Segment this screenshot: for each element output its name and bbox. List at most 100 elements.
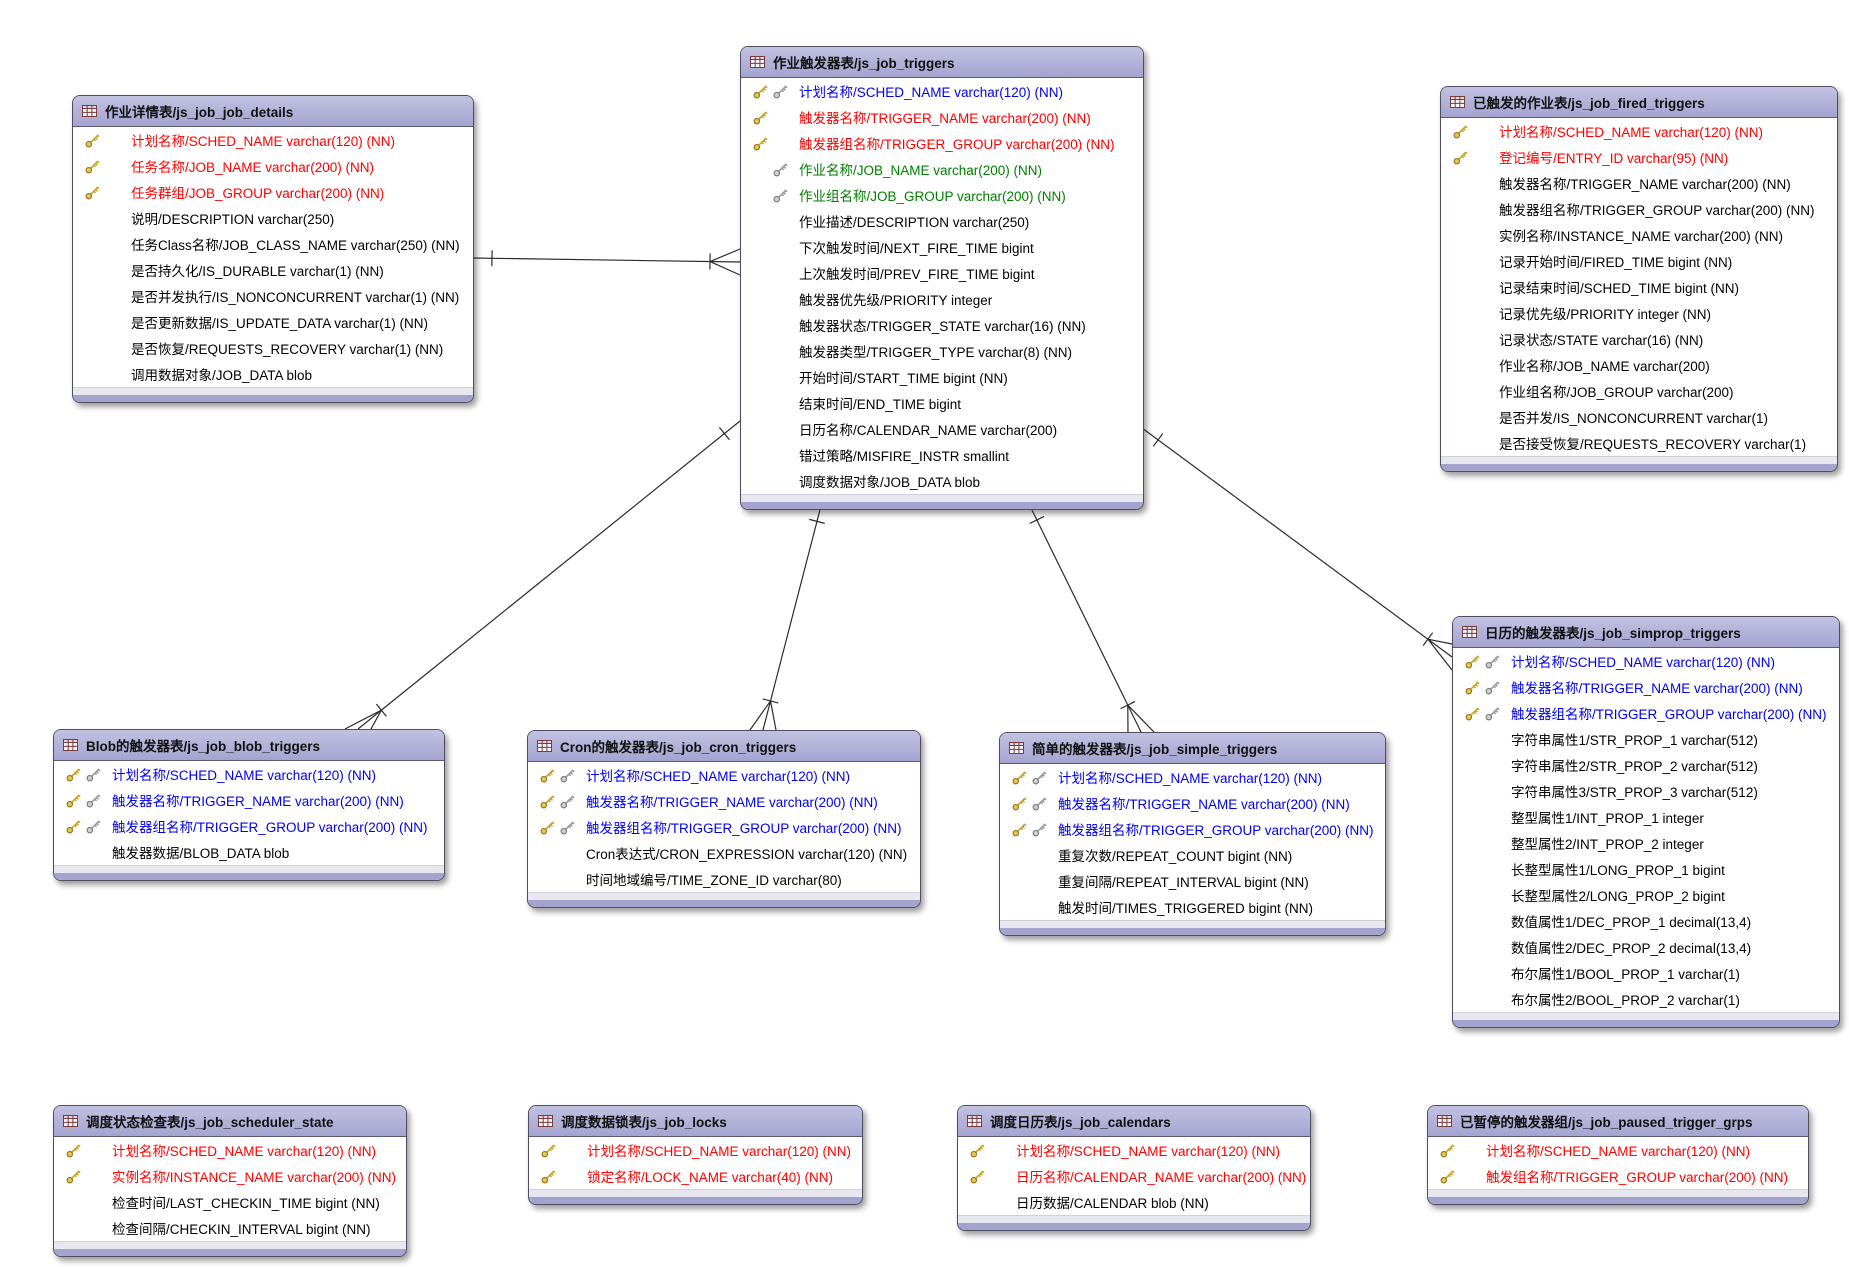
field-row[interactable]: 布尔属性1/BOOL_PROP_1 varchar(1): [1453, 960, 1839, 986]
field-row[interactable]: 触发器名称/TRIGGER_NAME varchar(200) (NN): [741, 104, 1143, 130]
field-row[interactable]: 开始时间/START_TIME bigint (NN): [741, 364, 1143, 390]
field-row[interactable]: 长整型属性1/LONG_PROP_1 bigint: [1453, 856, 1839, 882]
table-header[interactable]: 调度日历表/js_job_calendars: [958, 1106, 1310, 1137]
field-row[interactable]: 是否并发执行/IS_NONCONCURRENT varchar(1) (NN): [73, 283, 473, 309]
field-row[interactable]: 实例名称/INSTANCE_NAME varchar(200) (NN): [54, 1163, 406, 1189]
field-row[interactable]: 计划名称/SCHED_NAME varchar(120) (NN): [958, 1137, 1310, 1163]
field-row[interactable]: 触发器名称/TRIGGER_NAME varchar(200) (NN): [528, 788, 920, 814]
field-row[interactable]: 任务名称/JOB_NAME varchar(200) (NN): [73, 153, 473, 179]
field-row[interactable]: 触发器名称/TRIGGER_NAME varchar(200) (NN): [54, 787, 444, 813]
field-row[interactable]: 是否恢复/REQUESTS_RECOVERY varchar(1) (NN): [73, 335, 473, 361]
field-row[interactable]: 触发器组名称/TRIGGER_GROUP varchar(200) (NN): [741, 130, 1143, 156]
field-row[interactable]: 触发器优先级/PRIORITY integer: [741, 286, 1143, 312]
field-row[interactable]: 作业名称/JOB_NAME varchar(200) (NN): [741, 156, 1143, 182]
field-row[interactable]: 触发器名称/TRIGGER_NAME varchar(200) (NN): [1441, 170, 1837, 196]
field-row[interactable]: 记录开始时间/FIRED_TIME bigint (NN): [1441, 248, 1837, 274]
table-header[interactable]: Cron的触发器表/js_job_cron_triggers: [528, 731, 920, 762]
field-row[interactable]: 上次触发时间/PREV_FIRE_TIME bigint: [741, 260, 1143, 286]
table-header[interactable]: 作业触发器表/js_job_triggers: [741, 47, 1143, 78]
field-row[interactable]: 任务Class名称/JOB_CLASS_NAME varchar(250) (N…: [73, 231, 473, 257]
field-row[interactable]: 计划名称/SCHED_NAME varchar(120) (NN): [54, 1137, 406, 1163]
field-row[interactable]: 字符串属性1/STR_PROP_1 varchar(512): [1453, 726, 1839, 752]
table-header[interactable]: 调度数据锁表/js_job_locks: [529, 1106, 862, 1137]
field-row[interactable]: 作业组名称/JOB_GROUP varchar(200): [1441, 378, 1837, 404]
field-row[interactable]: 作业名称/JOB_NAME varchar(200): [1441, 352, 1837, 378]
table-header[interactable]: 日历的触发器表/js_job_simprop_triggers: [1453, 617, 1839, 648]
field-row[interactable]: 计划名称/SCHED_NAME varchar(120) (NN): [1428, 1137, 1808, 1163]
field-row[interactable]: 任务群组/JOB_GROUP varchar(200) (NN): [73, 179, 473, 205]
field-row[interactable]: 整型属性2/INT_PROP_2 integer: [1453, 830, 1839, 856]
field-row[interactable]: 触发时间/TIMES_TRIGGERED bigint (NN): [1000, 894, 1385, 920]
field-row[interactable]: 触发器名称/TRIGGER_NAME varchar(200) (NN): [1453, 674, 1839, 700]
field-row[interactable]: 日历数据/CALENDAR blob (NN): [958, 1189, 1310, 1215]
field-row[interactable]: 字符串属性2/STR_PROP_2 varchar(512): [1453, 752, 1839, 778]
field-row[interactable]: 调用数据对象/JOB_DATA blob: [73, 361, 473, 387]
field-row[interactable]: 重复间隔/REPEAT_INTERVAL bigint (NN): [1000, 868, 1385, 894]
field-row[interactable]: 记录状态/STATE varchar(16) (NN): [1441, 326, 1837, 352]
field-row[interactable]: 触发器状态/TRIGGER_STATE varchar(16) (NN): [741, 312, 1143, 338]
field-row[interactable]: 触发器名称/TRIGGER_NAME varchar(200) (NN): [1000, 790, 1385, 816]
field-row[interactable]: 触发组名称/TRIGGER_GROUP varchar(200) (NN): [1428, 1163, 1808, 1189]
field-row[interactable]: 计划名称/SCHED_NAME varchar(120) (NN): [741, 78, 1143, 104]
field-row[interactable]: 是否持久化/IS_DURABLE varchar(1) (NN): [73, 257, 473, 283]
field-row[interactable]: 布尔属性2/BOOL_PROP_2 varchar(1): [1453, 986, 1839, 1012]
field-row[interactable]: 触发器数据/BLOB_DATA blob: [54, 839, 444, 865]
table-header[interactable]: 调度状态检查表/js_job_scheduler_state: [54, 1106, 406, 1137]
field-row[interactable]: 计划名称/SCHED_NAME varchar(120) (NN): [1000, 764, 1385, 790]
field-row[interactable]: 说明/DESCRIPTION varchar(250): [73, 205, 473, 231]
field-row[interactable]: 时间地域编号/TIME_ZONE_ID varchar(80): [528, 866, 920, 892]
field-row[interactable]: 触发器组名称/TRIGGER_GROUP varchar(200) (NN): [1453, 700, 1839, 726]
field-row[interactable]: 日历名称/CALENDAR_NAME varchar(200): [741, 416, 1143, 442]
field-row[interactable]: Cron表达式/CRON_EXPRESSION varchar(120) (NN…: [528, 840, 920, 866]
field-row[interactable]: 记录优先级/PRIORITY integer (NN): [1441, 300, 1837, 326]
field-row[interactable]: 日历名称/CALENDAR_NAME varchar(200) (NN): [958, 1163, 1310, 1189]
field-row[interactable]: 是否更新数据/IS_UPDATE_DATA varchar(1) (NN): [73, 309, 473, 335]
table-header[interactable]: 已暂停的触发器组/js_job_paused_trigger_grps: [1428, 1106, 1808, 1137]
field-row[interactable]: 检查时间/LAST_CHECKIN_TIME bigint (NN): [54, 1189, 406, 1215]
field-row[interactable]: 实例名称/INSTANCE_NAME varchar(200) (NN): [1441, 222, 1837, 248]
field-row[interactable]: 触发器组名称/TRIGGER_GROUP varchar(200) (NN): [528, 814, 920, 840]
field-row[interactable]: 计划名称/SCHED_NAME varchar(120) (NN): [73, 127, 473, 153]
table-header[interactable]: 已触发的作业表/js_job_fired_triggers: [1441, 87, 1837, 118]
table-header[interactable]: 作业详情表/js_job_job_details: [73, 96, 473, 127]
field-row[interactable]: 检查间隔/CHECKIN_INTERVAL bigint (NN): [54, 1215, 406, 1241]
field-row[interactable]: 调度数据对象/JOB_DATA blob: [741, 468, 1143, 494]
field-row[interactable]: 触发器组名称/TRIGGER_GROUP varchar(200) (NN): [1441, 196, 1837, 222]
field-row[interactable]: 结束时间/END_TIME bigint: [741, 390, 1143, 416]
field-row[interactable]: 记录结束时间/SCHED_TIME bigint (NN): [1441, 274, 1837, 300]
field-row[interactable]: 错过策略/MISFIRE_INSTR smallint: [741, 442, 1143, 468]
table-header[interactable]: 简单的触发器表/js_job_simple_triggers: [1000, 733, 1385, 764]
field-row[interactable]: 长整型属性2/LONG_PROP_2 bigint: [1453, 882, 1839, 908]
table-header[interactable]: Blob的触发器表/js_job_blob_triggers: [54, 730, 444, 761]
field-row[interactable]: 是否接受恢复/REQUESTS_RECOVERY varchar(1): [1441, 430, 1837, 456]
field-row[interactable]: 下次触发时间/NEXT_FIRE_TIME bigint: [741, 234, 1143, 260]
field-row[interactable]: 触发器类型/TRIGGER_TYPE varchar(8) (NN): [741, 338, 1143, 364]
field-row[interactable]: 计划名称/SCHED_NAME varchar(120) (NN): [54, 761, 444, 787]
field-row[interactable]: 计划名称/SCHED_NAME varchar(120) (NN): [528, 762, 920, 788]
field-row[interactable]: 触发器组名称/TRIGGER_GROUP varchar(200) (NN): [54, 813, 444, 839]
field-row[interactable]: 计划名称/SCHED_NAME varchar(120) (NN): [1441, 118, 1837, 144]
field-row[interactable]: 字符串属性3/STR_PROP_3 varchar(512): [1453, 778, 1839, 804]
field-row[interactable]: 是否并发/IS_NONCONCURRENT varchar(1): [1441, 404, 1837, 430]
field-row[interactable]: 计划名称/SCHED_NAME varchar(120) (NN): [1453, 648, 1839, 674]
field-row[interactable]: 登记编号/ENTRY_ID varchar(95) (NN): [1441, 144, 1837, 170]
field-row[interactable]: 作业组名称/JOB_GROUP varchar(200) (NN): [741, 182, 1143, 208]
field-row[interactable]: 整型属性1/INT_PROP_1 integer: [1453, 804, 1839, 830]
field-row[interactable]: 重复次数/REPEAT_COUNT bigint (NN): [1000, 842, 1385, 868]
field-row[interactable]: 锁定名称/LOCK_NAME varchar(40) (NN): [529, 1163, 862, 1189]
field-row[interactable]: 作业描述/DESCRIPTION varchar(250): [741, 208, 1143, 234]
field-row[interactable]: 计划名称/SCHED_NAME varchar(120) (NN): [529, 1137, 862, 1163]
field-row[interactable]: 数值属性1/DEC_PROP_1 decimal(13,4): [1453, 908, 1839, 934]
field-row[interactable]: 数值属性2/DEC_PROP_2 decimal(13,4): [1453, 934, 1839, 960]
